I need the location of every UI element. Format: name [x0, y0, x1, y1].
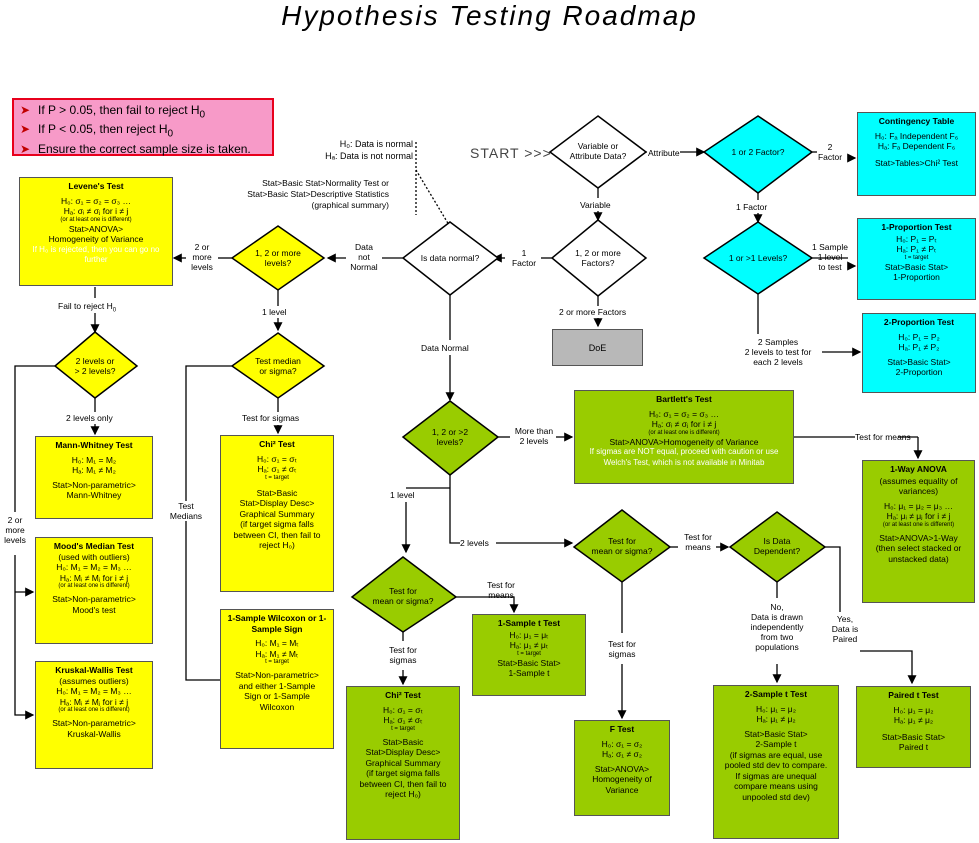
one-way-anova-box: 1-Way ANOVA (assumes equality of varianc… — [862, 460, 975, 603]
normality-stat-line: (graphical summary) — [311, 200, 389, 210]
label-one-factor-attr: 1 Factor — [736, 202, 768, 212]
bullet-arrow-icon: ➤ — [20, 103, 31, 117]
label-p-one-level: 1 level — [390, 490, 415, 500]
rules-note: ➤If P > 0.05, then fail to reject H0 ➤If… — [12, 98, 274, 156]
doe-box: DoE — [552, 329, 643, 366]
diamond-p-levels — [401, 400, 500, 476]
start-label: START >>> — [470, 145, 552, 161]
note-line: ➤If P > 0.05, then fail to reject H0 — [20, 103, 206, 121]
connector — [825, 546, 841, 612]
diamond-label: 2 levels or> 2 levels? — [74, 356, 116, 376]
diamond-np-levels — [230, 225, 326, 291]
two-sample-t-box: 2-Sample t Test H₀: μ₁ = μ₂ Hₐ: μ₁ ≠ μ₂ … — [713, 685, 839, 839]
f-test-box: F Test H₀: σ₁ = σ₂ Hₐ: σ₁ ≠ σ₂ Stat>ANOV… — [574, 720, 670, 816]
label-two-only: 2 levels only — [66, 413, 113, 423]
bullet-arrow-icon: ➤ — [20, 141, 31, 156]
connector — [456, 596, 519, 614]
normality-h0: H₀: Data is normal — [339, 139, 413, 149]
normality-ha: Hₐ: Data is not normal — [325, 151, 413, 161]
diamond-mean-sigma-2 — [572, 509, 672, 583]
diamond-label: 1 or 2 Factor? — [731, 147, 785, 157]
label-two-more-factors: 2 or more Factors — [559, 307, 627, 317]
bartletts-test-box: Bartlett's Test H₀: σ₁ = σ₂ = σ₃ … Hₐ: σ… — [574, 390, 794, 484]
label-data-normal: Data Normal — [421, 343, 469, 353]
mann-whitney-box: Mann-Whitney Test H₀: M₁ = M₂ Hₐ: M₁ ≠ M… — [35, 436, 153, 519]
label-np-one-level: 1 level — [262, 307, 287, 317]
label-test-means-bartlett: Test for means — [855, 432, 911, 442]
note-text: If P > 0.05, then fail to reject H — [38, 103, 200, 117]
diamond-levels-attr — [702, 221, 814, 295]
diamond-factors — [550, 219, 648, 297]
levenes-test-box: Levene's Test H₀: σ₁ = σ₂ = σ₃ … Hₐ: σᵢ … — [19, 177, 173, 286]
diamond-two-levels — [53, 331, 139, 399]
connector — [14, 555, 35, 720]
chi-square-p-box: Chi² Test H₀: σ₁ = σₜ Hₐ: σ₁ ≠ σₜ t = ta… — [346, 686, 460, 840]
contingency-table-box: Contingency Table H₀: Fₐ Independent F₆ … — [857, 112, 976, 196]
chi-square-np-box: Chi² Test H₀: σ₁ = σₜ Hₐ: σ₁ ≠ σₜ t = ta… — [220, 435, 334, 592]
connector — [860, 650, 917, 685]
normality-stat: Stat>Basic Stat>Normality Test or Stat>B… — [247, 178, 389, 211]
note-text: Ensure the correct sample size is taken. — [38, 141, 251, 156]
connector — [185, 365, 232, 681]
label-fail-reject: Fail to reject H0 — [58, 301, 117, 314]
page-title: Hypothesis Testing Roadmap — [281, 0, 698, 31]
wilcoxon-box: 1-Sample Wilcoxon or 1-Sample Sign H₀: M… — [220, 609, 334, 749]
diamond-one-two-factor — [702, 115, 814, 194]
one-proportion-box: 1-Proportion Test H₀: P₁ = Pₜ Hₐ: P₁ ≠ P… — [857, 218, 976, 300]
label-variable: Variable — [580, 200, 611, 210]
callout-line — [415, 169, 453, 231]
bullet-arrow-icon: ➤ — [20, 122, 31, 137]
diamond-variable-attribute — [548, 115, 648, 189]
normality-stat-line: Stat>Basic Stat>Descriptive Statistics — [247, 189, 389, 199]
note-line: ➤ Ensure the correct sample size is taken… — [20, 142, 272, 157]
diamond-median-sigma — [230, 332, 326, 399]
connector — [14, 365, 55, 512]
normality-hypothesis: H₀: Data is normal Hₐ: Data is not norma… — [325, 138, 413, 162]
paired-t-box: Paired t Test H₀: μ₁ = μ₂ Hₐ: μ₁ ≠ μ₂ St… — [856, 686, 971, 768]
normality-stat-line: Stat>Basic Stat>Normality Test or — [262, 178, 389, 188]
note-text: If P < 0.05, then reject H — [38, 122, 168, 137]
connector — [449, 488, 460, 544]
label-attribute: Attribute — [648, 148, 680, 158]
kruskal-wallis-box: Kruskal-Wallis Test (assumes outliers) H… — [35, 661, 153, 769]
diamond-label: Is data normal? — [420, 253, 480, 263]
label-p-two-levels: 2 levels — [460, 538, 489, 548]
diamond-is-normal — [401, 221, 500, 296]
diamond-dependent — [728, 511, 827, 583]
diamond-mean-sigma-1 — [350, 556, 458, 633]
note-line: ➤If P < 0.05, then reject H0 — [20, 122, 174, 140]
one-sample-t-box: 1-Sample t Test H₀: μ₁ = μₜ Hₐ: μ₁ ≠ μₜ … — [472, 614, 586, 696]
two-proportion-box: 2-Proportion Test H₀: P₁ = P₂ Hₐ: P₁ ≠ P… — [862, 313, 976, 393]
label-test-sigmas-np: Test for sigmas — [242, 413, 300, 423]
diamond-label: 1 or >1 Levels? — [728, 253, 788, 263]
moods-median-box: Mood's Median Test (used with outliers) … — [35, 537, 153, 644]
